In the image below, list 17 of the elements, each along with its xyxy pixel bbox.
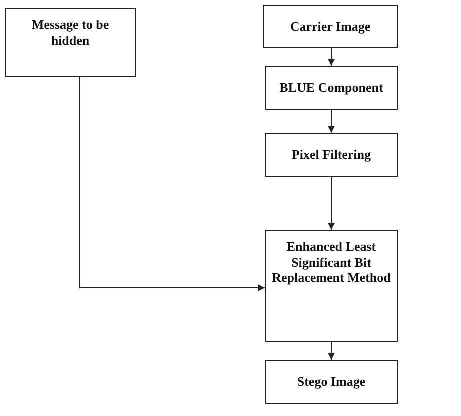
arrow [328, 110, 335, 134]
process-box [265, 360, 398, 404]
box-label: Pixel Filtering [292, 147, 372, 163]
arrow [328, 342, 335, 360]
arrow [328, 48, 335, 66]
box-label: Carrier Image [290, 18, 371, 34]
process-box [263, 5, 398, 48]
box-label: Stego Image [297, 374, 366, 390]
process-box [265, 133, 398, 177]
arrow [328, 176, 335, 230]
box-label: Message to be hidden [30, 17, 110, 48]
process-box [265, 230, 398, 342]
box-label: Enhanced Least Significant Bit Replacement Method [272, 239, 391, 286]
box-label: BLUE Component [280, 80, 384, 96]
arrow [80, 76, 266, 292]
process-box [5, 8, 136, 77]
process-box [265, 66, 398, 110]
